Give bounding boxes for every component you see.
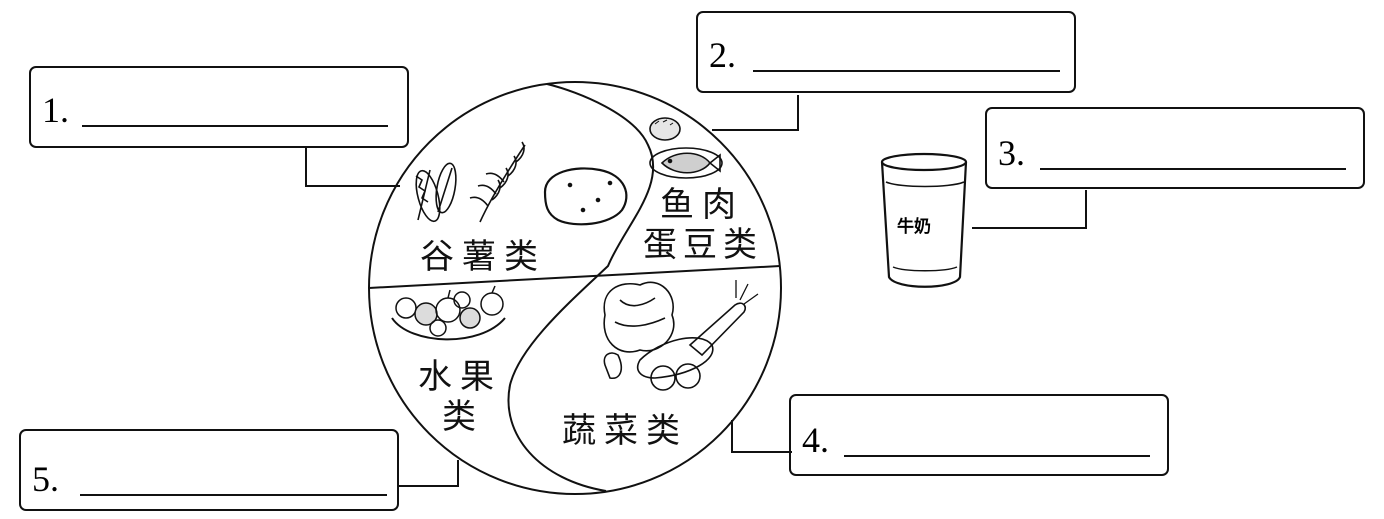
answer-number-3: 3. [998, 133, 1025, 173]
grains-label: 谷薯类 [420, 237, 546, 277]
connector-1 [305, 148, 400, 187]
protein-label-line2: 蛋豆类 [643, 225, 763, 265]
vegetable-illustration [603, 280, 759, 391]
answer-box-1[interactable] [29, 66, 409, 148]
plate-divider [368, 265, 781, 289]
answer-number-1: 1. [42, 90, 69, 130]
fruit-illustration [391, 285, 506, 341]
grains-illustration [415, 141, 628, 226]
answer-number-2: 2. [709, 35, 736, 75]
answer-box-3[interactable] [985, 107, 1365, 189]
fruit-label-line2: 类 [442, 397, 476, 437]
eggplant-icon [636, 337, 714, 379]
fish-dish-icon [649, 147, 723, 179]
answer-box-2[interactable] [696, 11, 1076, 93]
corn-icon [415, 162, 457, 223]
milk-glass-icon [880, 152, 968, 288]
egg-icon [649, 117, 681, 141]
plate-s-curve [507, 83, 655, 492]
milk-label: 牛奶 [897, 216, 931, 237]
connector-4 [731, 420, 792, 453]
connector-2 [712, 95, 799, 131]
answer-box-4[interactable] [789, 394, 1169, 476]
tomato-icon [650, 365, 676, 391]
potato-icon [543, 167, 628, 226]
vegetable-label: 蔬菜类 [562, 411, 688, 451]
protein-illustration [649, 117, 723, 179]
answer-number-5: 5. [32, 459, 59, 499]
connector-5 [398, 460, 459, 487]
answer-box-5[interactable] [19, 429, 399, 511]
cabbage-icon [603, 281, 675, 353]
connector-3 [972, 190, 1087, 229]
protein-label-line1: 鱼肉 [660, 185, 744, 225]
fruit-label-line1: 水果 [418, 357, 502, 397]
answer-number-4: 4. [802, 420, 829, 460]
wheat-icon [469, 141, 526, 223]
carrot-icon [688, 302, 747, 357]
